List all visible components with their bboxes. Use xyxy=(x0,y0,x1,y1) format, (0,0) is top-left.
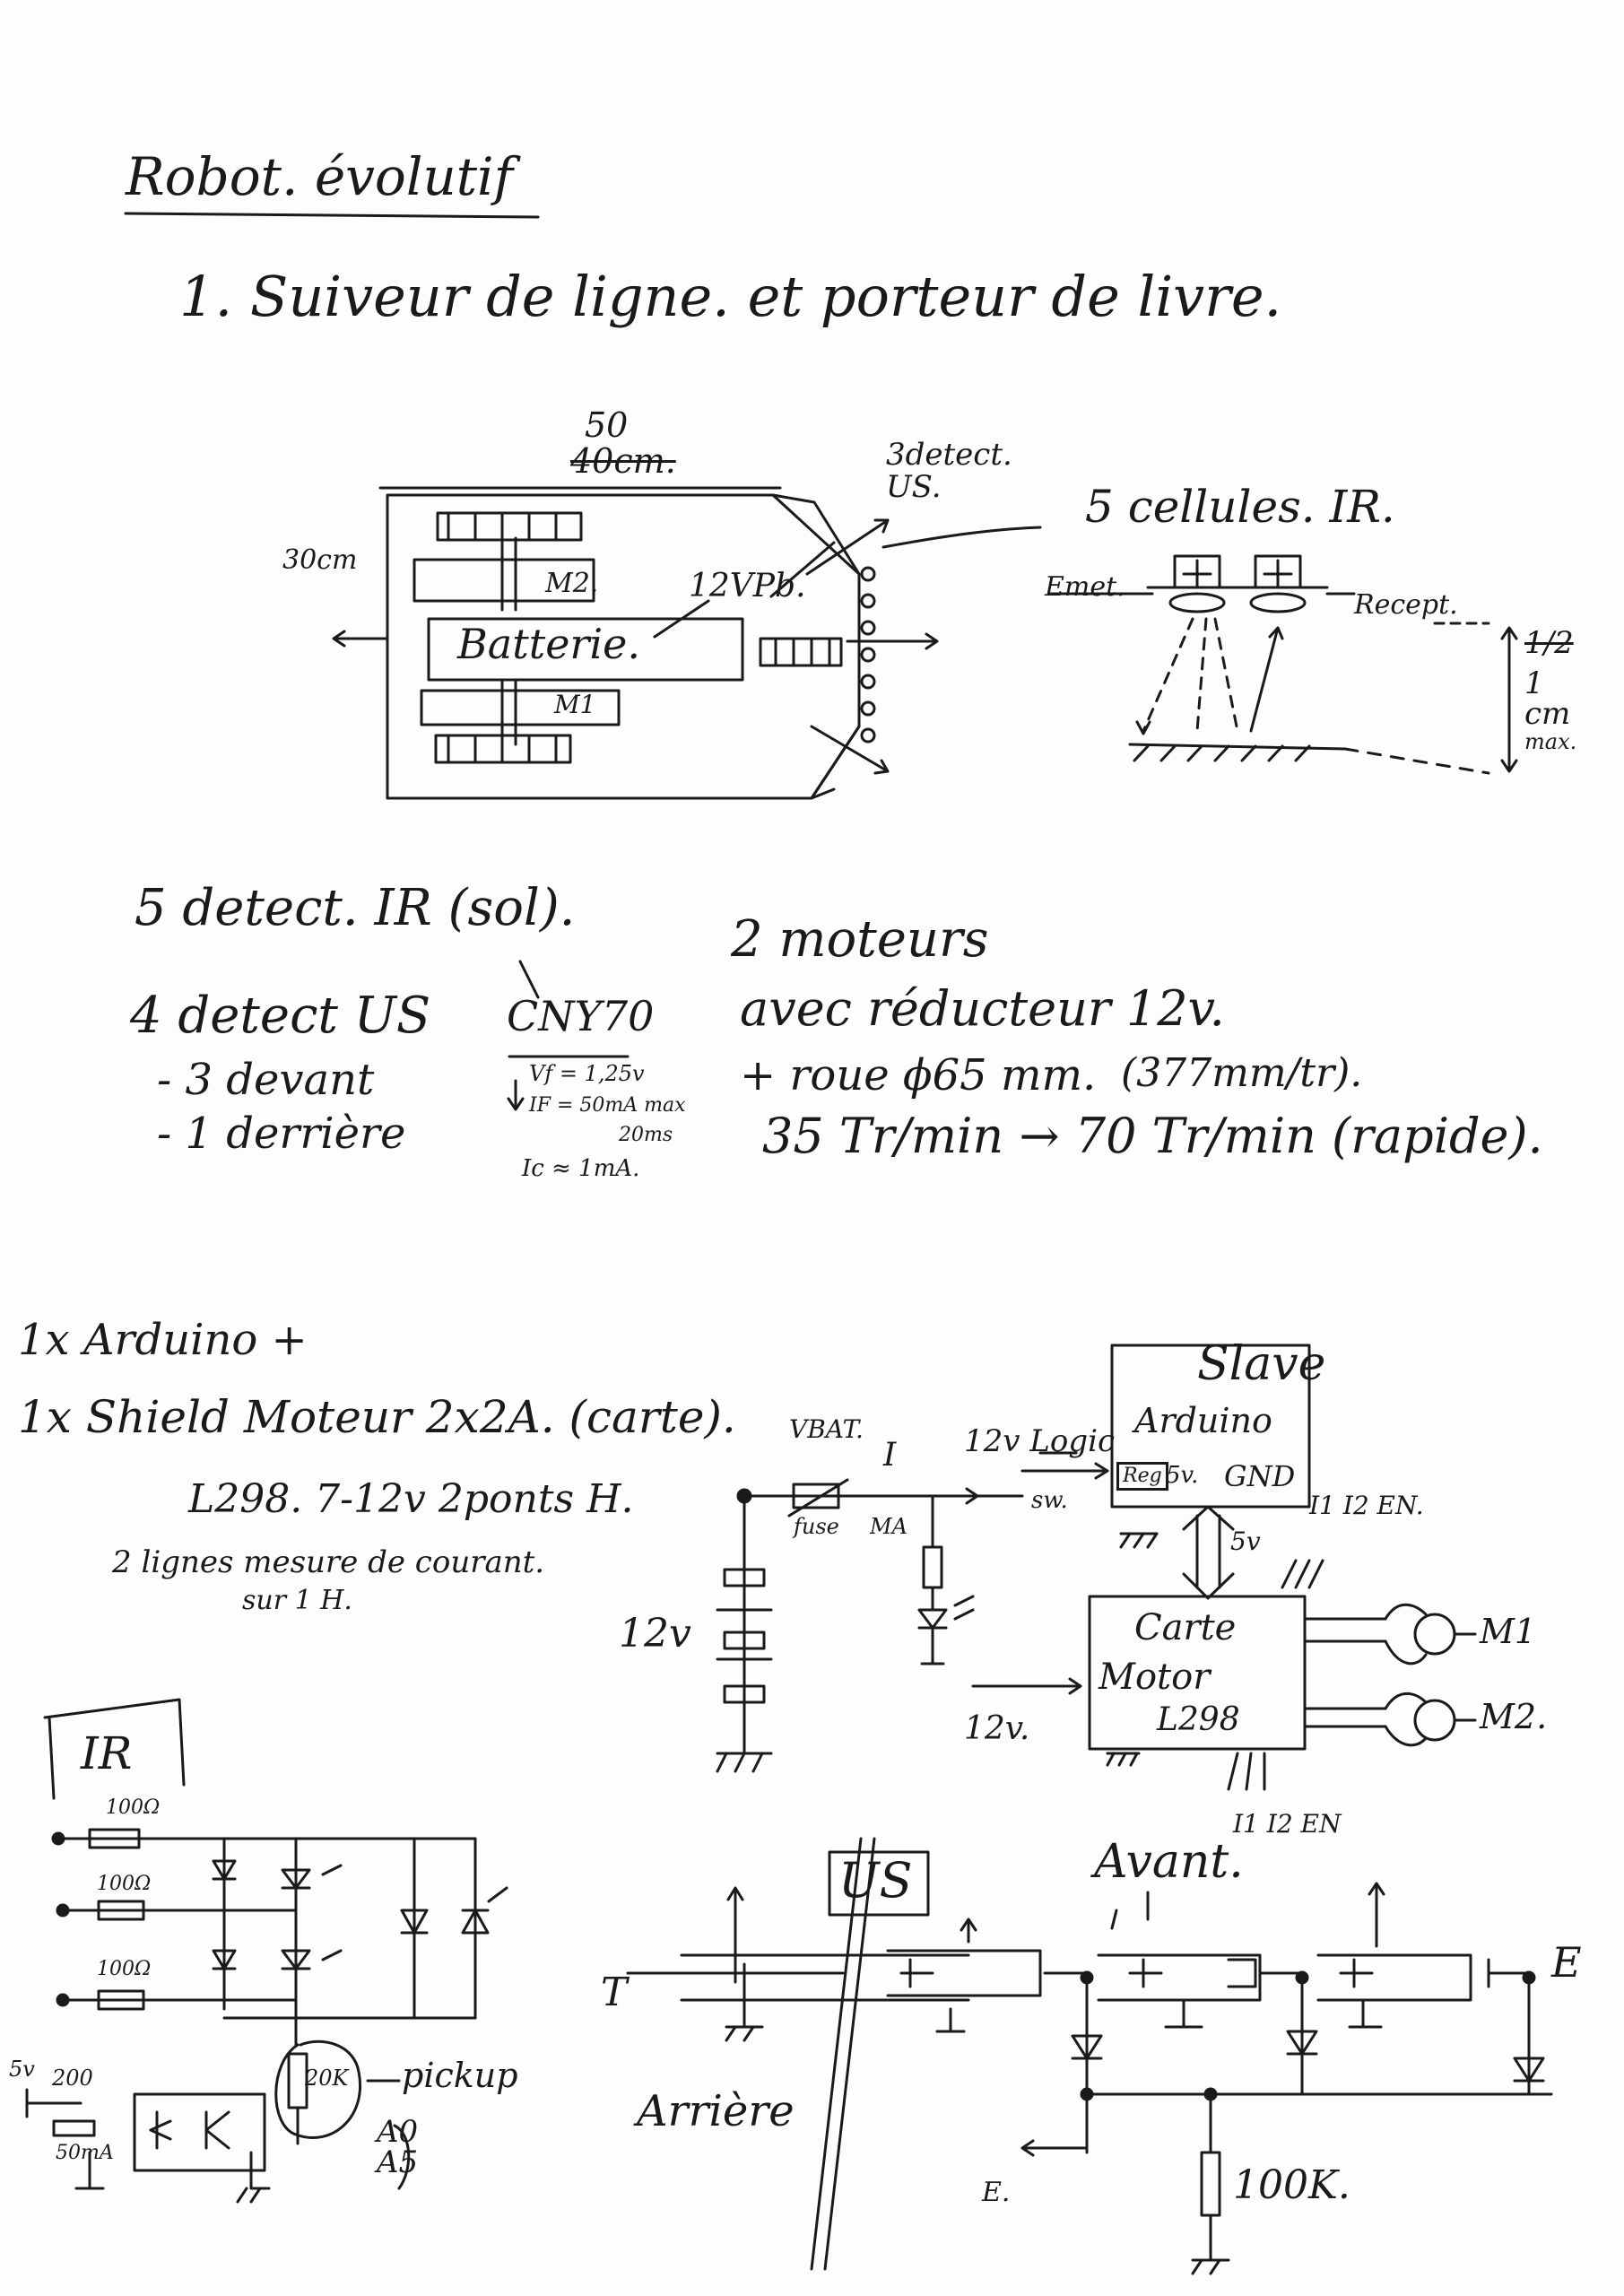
gnd-label: GND xyxy=(1224,1459,1296,1493)
regulator-output: 5v. xyxy=(1166,1462,1199,1489)
ir-potentiometer: 20K xyxy=(305,2066,349,2091)
part-current-sense-note: sur 1 H. xyxy=(242,1585,352,1616)
part-motor-shield: 1x Shield Moteur 2x2A. (carte). xyxy=(18,1391,736,1443)
ir-detector-count: 5 detect. IR (sol). xyxy=(135,879,576,937)
us-front-label: Avant. xyxy=(1094,1835,1244,1889)
control-pins-bottom: I1 I2 EN xyxy=(1233,1809,1342,1839)
ir-distance-note: max. xyxy=(1524,729,1577,754)
motor2-terminal: M2. xyxy=(1480,1697,1548,1736)
regulator-label: Reg xyxy=(1116,1462,1168,1491)
arduino-box-label: Arduino xyxy=(1134,1401,1272,1440)
ir-receiver-label: Recept. xyxy=(1354,589,1458,621)
us-front-count: - 3 devant xyxy=(157,1055,375,1105)
ir-analog-outputs: A0 A5 xyxy=(377,2114,419,2180)
ir-cell-sketch xyxy=(1047,554,1518,775)
battery-voltage: 12VPb. xyxy=(689,568,806,604)
motor-card-subtitle: Motor xyxy=(1099,1657,1211,1698)
us-rear-label: Arrière xyxy=(637,2086,795,2136)
ir-distance: 1 cm xyxy=(1524,665,1571,732)
logic-5v-label: 5v xyxy=(1230,1526,1261,1556)
ir-resistor-2: 100Ω xyxy=(97,1873,152,1895)
us-schematic-title: US xyxy=(838,1852,913,1909)
part-current-sense: 2 lignes mesure de courant. xyxy=(112,1544,545,1580)
motor1-label: M1 xyxy=(554,690,596,719)
sensor-ic: Ic ≈ 1mA. xyxy=(522,1155,640,1182)
section-heading: 1. Suiveur de ligne. et porteur de livre… xyxy=(179,264,1282,329)
chassis-width: 30cm xyxy=(282,544,358,576)
current-unit: MA xyxy=(870,1514,908,1539)
motor-count: 2 moteurs xyxy=(731,910,989,969)
ir-resistor-1: 100Ω xyxy=(106,1796,161,1819)
slave-label: Slave xyxy=(1197,1337,1326,1391)
part-l298: L298. 7-12v 2ponts H. xyxy=(188,1476,634,1522)
sensor-if-time: 20ms xyxy=(619,1124,673,1146)
ir-supply-voltage: 5v xyxy=(9,2057,35,2082)
part-arduino: 1x Arduino + xyxy=(18,1315,308,1365)
battery-voltage-label: 12v xyxy=(619,1611,691,1657)
motor-supply-label: 12v. xyxy=(964,1710,1030,1747)
battery-label: Batterie. xyxy=(457,620,640,668)
motor1-terminal: M1 xyxy=(1480,1612,1537,1651)
sensor-vf: Vf = 1,25v xyxy=(529,1061,645,1086)
us-trigger-label: T xyxy=(601,1970,628,2015)
motor-speed: 35 Tr/min → 70 Tr/min (rapide). xyxy=(762,1108,1543,1164)
ir-emitter-label: Emet. xyxy=(1045,571,1125,603)
ir-supply-current: 50mA xyxy=(56,2142,114,2164)
motor2-label: M2. xyxy=(545,568,599,599)
us-schematic xyxy=(626,1837,1553,2275)
us-detector-count: 4 detect US xyxy=(130,987,431,1045)
wheel-diameter: + roue ϕ65 mm. xyxy=(740,1050,1097,1100)
ir-cells-title: 5 cellules. IR. xyxy=(1085,481,1395,533)
motor-reducer: avec réducteur 12v. xyxy=(740,980,1225,1037)
chassis-length-revised: 50 xyxy=(585,405,629,445)
power-block-diagram xyxy=(716,1344,1477,1791)
sensor-if: IF = 50mA max xyxy=(529,1094,686,1117)
chassis-length: 40cm. xyxy=(570,441,676,481)
us-detector-label: 3detect. US. xyxy=(886,437,1012,505)
page-title: Robot. évolutif xyxy=(126,146,514,207)
ir-distance-old: 1/2 xyxy=(1524,625,1574,661)
ir-pickup-label: pickup xyxy=(402,2056,518,2095)
switch-label: sw. xyxy=(1031,1487,1068,1514)
us-rear-count: - 1 derrière xyxy=(157,1109,406,1159)
sensor-reference: CNY70 xyxy=(507,992,655,1040)
ir-schematic xyxy=(25,1698,508,2204)
ir-schematic-title: IR xyxy=(81,1727,133,1779)
vbat-label: VBAT. xyxy=(789,1414,864,1444)
motor-card-title: Carte xyxy=(1134,1607,1237,1648)
control-pins-top: I1 I2 EN. xyxy=(1309,1491,1424,1520)
ir-resistor-3: 100Ω xyxy=(97,1958,152,1980)
us-echo-output: E. xyxy=(982,2177,1011,2208)
wheel-circumference: (377mm/tr). xyxy=(1121,1050,1363,1096)
current-symbol: I xyxy=(883,1437,897,1474)
logic-supply-label: 12v Logic xyxy=(964,1423,1116,1459)
us-echo-label: E xyxy=(1551,1938,1582,1987)
ir-supply-resistor: 200 xyxy=(52,2066,93,2091)
us-pulldown-resistor: 100K. xyxy=(1233,2162,1350,2208)
chassis-sketch xyxy=(332,486,1042,800)
motor-card-chip: L298 xyxy=(1157,1701,1240,1738)
fuse-label: fuse xyxy=(794,1514,839,1539)
